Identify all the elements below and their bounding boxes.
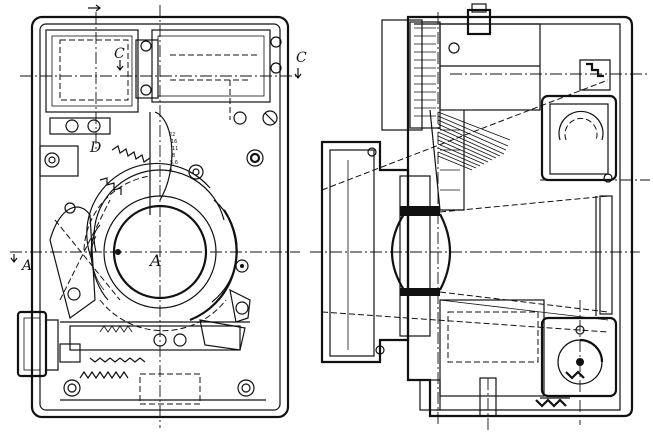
section-arrow (88, 4, 101, 12)
aperture-scale: 22 16 11 8 5,6 4 (169, 132, 178, 173)
scale-mark: 4 (169, 167, 172, 173)
side-tab (16, 310, 48, 378)
scale-mark: 16 (171, 139, 177, 145)
label-c-right: C (296, 50, 307, 66)
film-chamber-upper (540, 94, 618, 182)
label-a-left: A (20, 258, 32, 274)
viewfinder-window-left (45, 29, 139, 113)
label-a-center: A (148, 251, 162, 270)
scale-mark: 11 (172, 146, 178, 152)
light-path-fan (437, 111, 511, 171)
label-c-left: C (114, 46, 125, 62)
scale-mark: 5,6 (170, 160, 178, 166)
lens-mount (83, 162, 238, 332)
label-d: D (89, 140, 101, 156)
film-gate (599, 195, 613, 315)
top-knob (466, 8, 492, 36)
viewfinder-window-right (151, 29, 271, 103)
scale-mark: 8 (172, 153, 175, 159)
lens-barrel (320, 140, 452, 364)
film-chamber-lower (540, 316, 618, 398)
section-body-outline (406, 15, 634, 418)
front-view: 22 16 11 8 5,6 4 (10, 4, 307, 428)
scale-mark: 22 (169, 132, 175, 138)
section-view (310, 3, 650, 430)
film-hatching-top (414, 27, 436, 117)
